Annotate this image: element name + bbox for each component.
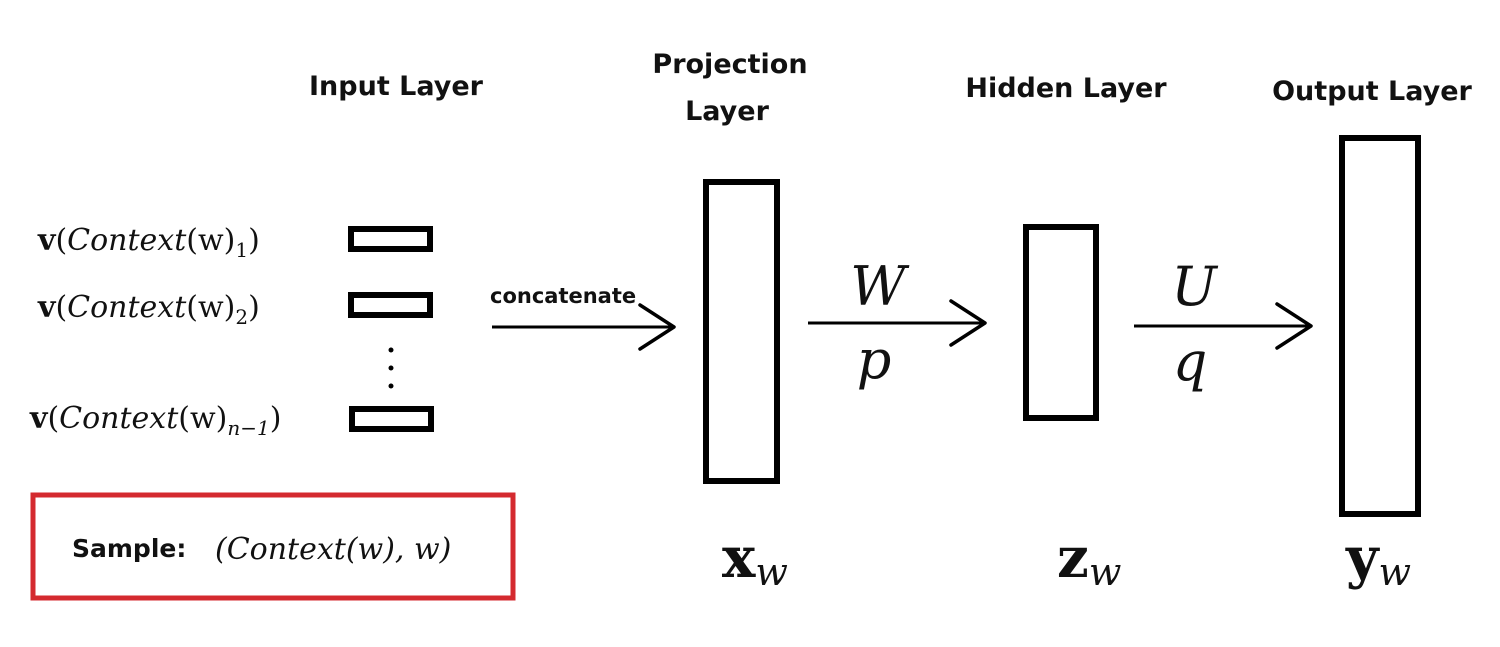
hidden-vector-main: z: [1057, 525, 1089, 591]
sample-label: Sample:: [72, 534, 186, 563]
projection-layer-box: [703, 179, 780, 484]
projection-vector-main: x: [722, 525, 756, 591]
hidden-layer-box: [1023, 224, 1099, 421]
input-layer-title: Input Layer: [309, 71, 484, 102]
output-vector-sub: w: [1379, 550, 1412, 594]
input-vector-open: (: [47, 401, 59, 436]
hidden-vector-label: zw: [1057, 525, 1121, 594]
bias-p-label: p: [857, 328, 892, 391]
u-arrow: [1134, 302, 1313, 350]
svg-text:v(Context(w)n−1): v(Context(w)n−1): [29, 401, 281, 440]
vertical-ellipsis: [388, 347, 394, 389]
hidden-vector-sub: w: [1089, 550, 1122, 594]
input-vector-label-n-1: v(Context(w)n−1): [29, 401, 281, 440]
input-vector-box-1: [348, 226, 433, 252]
input-vector-arg: (w): [178, 401, 227, 436]
input-vector-label-1: v(Context(w)1): [37, 223, 260, 262]
concatenate-label: concatenate: [490, 284, 636, 308]
output-vector-label: yw: [1345, 525, 1411, 594]
input-vector-label-2: v(Context(w)2): [37, 290, 260, 329]
svg-text:v(Context(w)1): v(Context(w)1): [37, 223, 260, 262]
concatenate-arrow: [492, 303, 676, 351]
input-vector-fn: Context: [67, 223, 187, 258]
input-vector-box-n-1: [349, 406, 434, 432]
svg-text:v(Context(w)2): v(Context(w)2): [37, 290, 260, 329]
input-vector-sub: 2: [235, 305, 248, 329]
input-vector-arg: (w): [186, 290, 235, 325]
output-layer-title: Output Layer: [1272, 76, 1472, 107]
input-vector-fn: Context: [67, 290, 187, 325]
output-layer-box: [1339, 135, 1421, 517]
projection-layer-title-line1: Projection: [652, 49, 807, 80]
sample-formula: (Context(w), w): [215, 532, 451, 567]
input-vector-box-2: [348, 292, 433, 318]
input-vector-close: ): [270, 401, 282, 436]
weight-u-label: U: [1171, 255, 1218, 318]
input-vector-fn: Context: [59, 401, 179, 436]
projection-vector-label: xw: [722, 525, 788, 594]
input-vector-prefix: v: [37, 223, 57, 258]
hidden-layer-title: Hidden Layer: [965, 73, 1167, 104]
input-vector-close: ): [248, 290, 260, 325]
projection-vector-sub: w: [755, 550, 788, 594]
input-vector-sub: 1: [235, 238, 248, 262]
input-vector-prefix: v: [29, 401, 49, 436]
sample-box: [30, 492, 516, 601]
input-vector-sub: n−1: [227, 416, 269, 440]
input-vector-open: (: [55, 223, 67, 258]
projection-layer-title-line2: Layer: [685, 96, 770, 127]
weight-w-label: W: [850, 255, 910, 318]
input-vector-arg: (w): [186, 223, 235, 258]
w-arrow: [808, 299, 987, 347]
input-vector-open: (: [55, 290, 67, 325]
bias-q-label: q: [1173, 330, 1208, 393]
input-vector-prefix: v: [37, 290, 57, 325]
input-vector-close: ): [248, 223, 260, 258]
output-vector-main: y: [1345, 525, 1380, 591]
